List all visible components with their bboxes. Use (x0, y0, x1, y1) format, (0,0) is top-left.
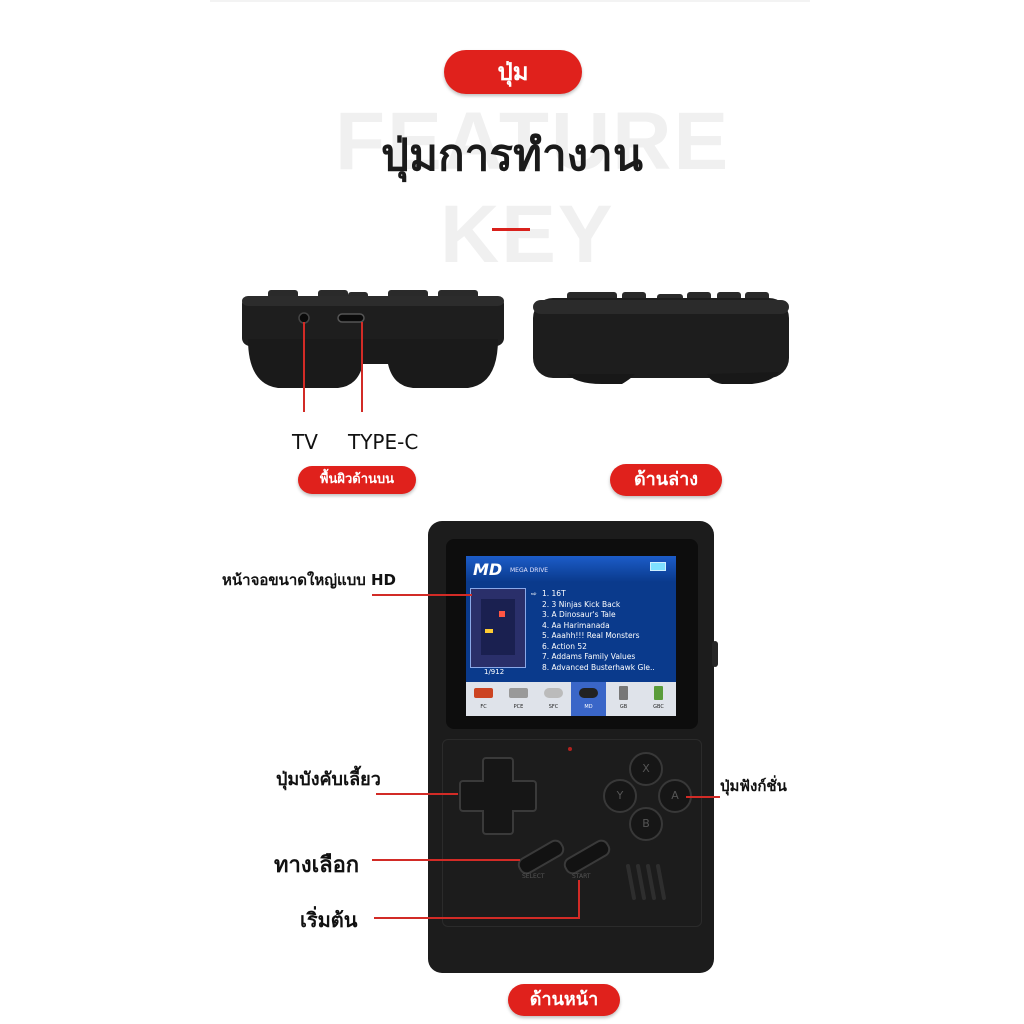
function-keys-callout-line (686, 796, 720, 798)
tab-fc[interactable]: FC (466, 682, 501, 716)
game-list-item[interactable]: 7. Addams Family Values (542, 652, 636, 661)
b-button[interactable]: B (629, 807, 663, 841)
bg-word-feature: FEATURE (335, 96, 731, 187)
side-button[interactable] (712, 641, 718, 667)
select-text: SELECT (522, 873, 545, 880)
game-screen: MD MEGA DRIVE 1/912 ⇨ 1. 16T 2. 3 Ninjas… (466, 556, 676, 716)
speaker-grille (626, 864, 666, 900)
start-text: START (572, 873, 591, 880)
battery-icon (650, 562, 666, 571)
start-callout-line (374, 917, 580, 919)
start-callout-line-vertical (578, 880, 580, 919)
game-list-item[interactable]: 8. Advanced Busterhawk Gle.. (542, 662, 655, 672)
header-badge: ปุ่ม (444, 50, 582, 94)
game-list-item[interactable]: 6. Action 52 (542, 641, 587, 651)
tv-port-label: TV (292, 430, 318, 454)
dpad[interactable] (458, 756, 538, 836)
tab-gb[interactable]: GB (606, 682, 641, 716)
y-button[interactable]: Y (603, 779, 637, 813)
tab-gbc[interactable]: GBC (641, 682, 676, 716)
screen-header (466, 556, 676, 582)
screen-callout-line (372, 594, 472, 596)
start-callout-label: เริ่มต้น (300, 908, 358, 932)
front-panel (442, 739, 702, 927)
select-callout-line (372, 859, 520, 861)
md-logo: MD (473, 560, 503, 579)
select-callout-label: ทางเลือก (274, 853, 360, 878)
tab-pce[interactable]: PCE (501, 682, 536, 716)
tab-sfc[interactable]: SFC (536, 682, 571, 716)
typec-port-label: TYPE-C (348, 430, 419, 454)
power-led (568, 747, 572, 751)
game-cursor-icon: ⇨ (531, 590, 537, 598)
dpad-callout-label: ปุ่มบังคับเลี้ยว (276, 769, 381, 790)
device-bottom-view (533, 292, 789, 384)
game-list-item[interactable]: 4. Aa Harimanada (542, 620, 610, 630)
top-view-badge: พื้นผิวด้านบน (298, 466, 416, 494)
title-accent-bar (492, 228, 530, 231)
bg-word-key: KEY (440, 189, 615, 280)
bottom-view-badge: ด้านล่าง (610, 464, 722, 496)
tab-md[interactable]: MD (571, 682, 606, 716)
x-button[interactable]: X (629, 752, 663, 786)
tv-leader-line (303, 322, 305, 412)
game-list: 1. 16T 2. 3 Ninjas Kick Back 3. A Dinosa… (542, 589, 655, 673)
game-list-item[interactable]: 5. Aaahh!!! Real Monsters (542, 631, 640, 640)
game-list-item[interactable]: 2. 3 Ninjas Kick Back (542, 599, 621, 609)
typec-leader-line (361, 322, 363, 412)
game-preview (470, 588, 526, 668)
function-keys-callout-label: ปุ่มฟังก์ชั่น (720, 777, 787, 795)
game-list-item[interactable]: 3. A Dinosaur's Tale (542, 610, 616, 619)
game-list-item[interactable]: 1. 16T (542, 589, 566, 598)
top-divider (210, 0, 810, 2)
system-tabs: FC PCE SFC MD GB GBC (466, 682, 676, 716)
typec-port-icon (337, 313, 365, 323)
md-subtitle: MEGA DRIVE (510, 567, 549, 574)
dpad-callout-line (376, 793, 458, 795)
game-counter: 1/912 (484, 668, 505, 676)
front-view-badge: ด้านหน้า (508, 984, 620, 1016)
device-top-view (242, 290, 504, 388)
screen-callout-label: หน้าจอขนาดใหญ่แบบ HD (222, 571, 396, 589)
page-title: ปุ่มการทำงาน (381, 130, 643, 181)
